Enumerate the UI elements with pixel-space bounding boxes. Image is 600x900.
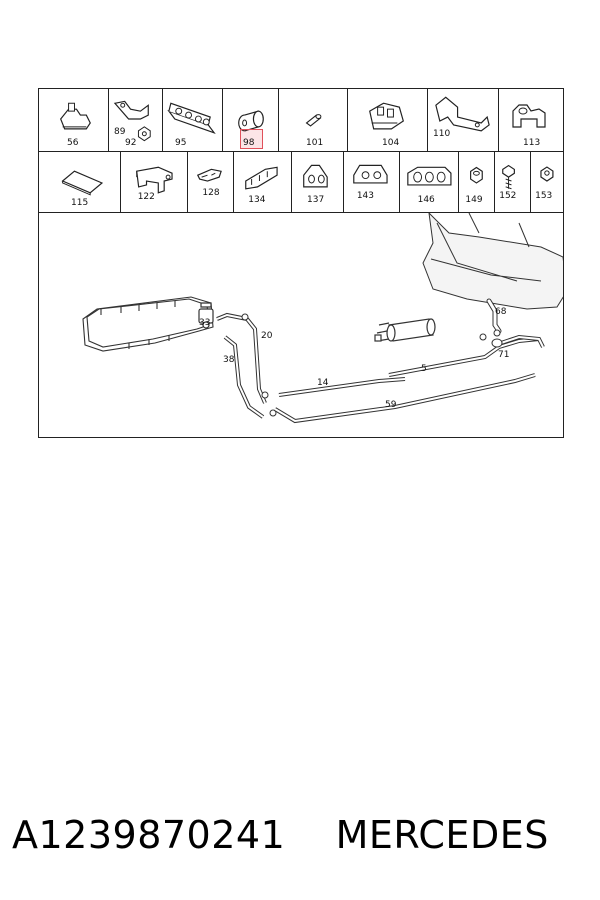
part-cell-115[interactable]: 115 [39, 151, 121, 212]
part-cell-146[interactable]: 146 [400, 151, 460, 212]
support-bracket-icon [135, 166, 173, 194]
part-cell-110[interactable]: 110 [428, 89, 499, 151]
fuel-tank-shape [422, 211, 568, 310]
spacer-sleeve-icon [305, 114, 322, 127]
small-clip-icon [197, 168, 223, 182]
part-cell-101[interactable]: 101 [279, 89, 348, 151]
part-label: 137 [307, 195, 325, 205]
part-label: 115 [71, 198, 89, 208]
assembly-svg: 68 5 71 20 38 14 59 33 [82, 211, 568, 424]
part-cell-143[interactable]: 143 [344, 151, 400, 212]
part-cell-113[interactable]: 113 [499, 89, 563, 151]
retainer-clip-icon [245, 166, 278, 190]
part-cell-122[interactable]: 122 [121, 151, 189, 212]
part-label: 146 [417, 195, 435, 205]
triple-clip-icon [406, 166, 452, 186]
part-label: 110 [433, 129, 451, 139]
part-label: 89 [114, 127, 126, 137]
callout-71: 71 [498, 350, 509, 360]
brand-name: MERCEDES [335, 813, 549, 857]
part-cell-134[interactable]: 134 [234, 151, 293, 212]
valve-unit [198, 302, 214, 329]
part-label: 134 [248, 195, 266, 205]
parts-row-bottom: 115 122 128 134 [39, 151, 563, 213]
fuel-filter-shape [374, 318, 436, 342]
part-label: 98 [243, 138, 255, 148]
part-label: 56 [67, 138, 79, 148]
parts-diagram: 56 89 92 95 [38, 88, 568, 438]
part-cell-95[interactable]: 95 [163, 89, 223, 151]
part-cell-56[interactable]: 56 [39, 89, 109, 151]
clip-part-icon [60, 102, 91, 130]
part-cell-128[interactable]: 128 [188, 151, 235, 212]
part-label: 149 [465, 195, 483, 205]
highlight-marker [240, 129, 263, 149]
callout-33: 33 [199, 318, 210, 328]
part-label: 95 [175, 138, 187, 148]
bracket-icon [435, 96, 490, 132]
callout-38: 38 [223, 355, 235, 365]
callout-68: 68 [495, 307, 507, 317]
part-label: 122 [137, 192, 155, 202]
part-cell-98[interactable]: 98 [223, 89, 279, 151]
callout-14: 14 [317, 378, 329, 388]
multi-clip-icon [167, 102, 216, 134]
part-cell-149[interactable]: 149 [459, 151, 496, 212]
part-label: 104 [382, 138, 400, 148]
part-cell-104[interactable]: 104 [348, 89, 428, 151]
part-label: 143 [356, 191, 375, 201]
part-label: 153 [535, 191, 553, 201]
holder-icon [369, 102, 404, 130]
callout-5: 5 [421, 364, 427, 374]
part-cell-89-92[interactable]: 89 92 [109, 89, 163, 151]
part-cell-153[interactable]: 153 [531, 151, 563, 212]
part-label: 101 [306, 138, 324, 148]
hex-nut-icon [540, 166, 554, 182]
part-caption: A1239870241 MERCEDES [12, 800, 592, 870]
plate-icon [61, 170, 104, 196]
rubber-sleeve-icon [238, 110, 264, 132]
grommet-icon [303, 164, 328, 188]
part-cell-137[interactable]: 137 [292, 151, 344, 212]
clamp-icon [512, 104, 546, 128]
part-label: 113 [523, 138, 541, 148]
bracket-nut-icon [113, 100, 151, 142]
double-clip-icon [353, 164, 388, 184]
screw-icon [502, 164, 516, 190]
part-label: 128 [202, 188, 220, 198]
parts-row-top: 56 89 92 95 [39, 89, 563, 152]
part-label: 152 [499, 191, 517, 201]
frame-loop [82, 296, 214, 352]
callout-59: 59 [385, 400, 397, 410]
part-number: A1239870241 [12, 813, 286, 857]
part-cell-152[interactable]: 152 [495, 151, 532, 212]
part-label: 92 [125, 138, 137, 148]
callout-20: 20 [261, 331, 273, 341]
nut-icon [470, 166, 484, 184]
fuel-line-assembly-drawing: 68 5 71 20 38 14 59 33 [39, 211, 568, 438]
